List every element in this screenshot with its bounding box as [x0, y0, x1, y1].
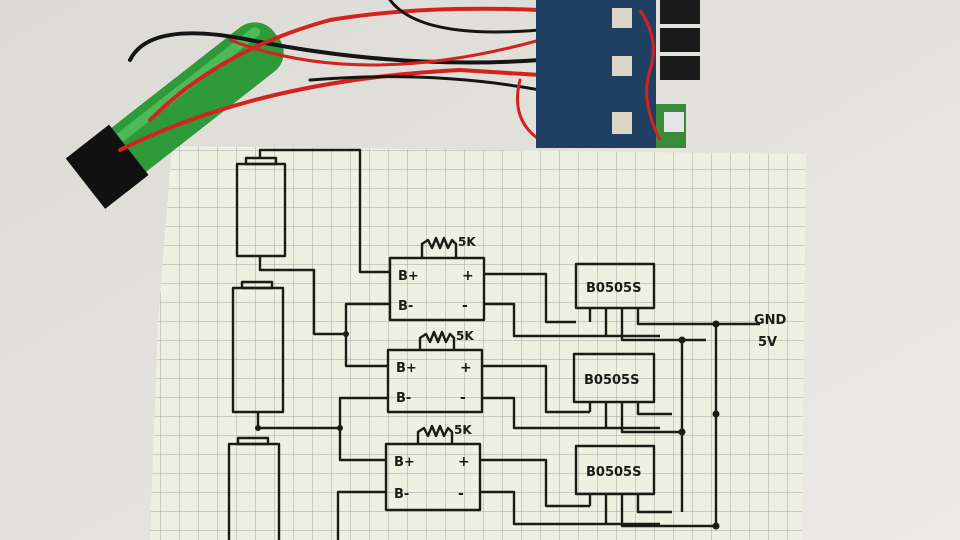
converter-3-label: B0505S	[586, 465, 641, 480]
battery-photo	[65, 22, 284, 209]
charger-boards-photo	[536, 0, 700, 148]
charger-3-bplus: B+	[394, 455, 415, 470]
charger-3-minus: -	[458, 486, 464, 502]
junction-dots	[255, 320, 720, 530]
resistor-3-label: 5K	[454, 423, 472, 437]
converter-1-label: B0505S	[586, 281, 641, 296]
converter-2-label: B0505S	[584, 373, 639, 388]
converter-3-box	[574, 444, 656, 496]
charger-2-bminus: B-	[396, 391, 411, 406]
resistor-2-label: 5K	[456, 329, 474, 343]
converter-2-box	[572, 352, 656, 404]
charger-2-bplus: B+	[396, 361, 417, 376]
cell-3-symbol	[227, 436, 281, 540]
charger-1-bminus: B-	[398, 299, 413, 314]
graph-paper	[150, 146, 806, 540]
charger-2-plus: +	[460, 360, 472, 376]
charger-1-minus: -	[462, 298, 468, 314]
charger-1-box	[388, 256, 486, 322]
charger-3-box	[384, 442, 482, 512]
charger-3-bminus: B-	[394, 487, 409, 502]
wires-photo	[118, 0, 542, 152]
charger-3-plus: +	[458, 454, 470, 470]
schematic	[227, 148, 760, 540]
gnd-label: GND	[754, 313, 787, 328]
charger-1-bplus: B+	[398, 269, 419, 284]
5v-label: 5V	[758, 335, 777, 350]
charger-1-plus: +	[462, 268, 474, 284]
converter-1-box	[574, 262, 656, 310]
charger-2-box	[386, 348, 484, 414]
charger-2-minus: -	[460, 390, 466, 406]
resistor-1-label: 5K	[458, 235, 476, 249]
